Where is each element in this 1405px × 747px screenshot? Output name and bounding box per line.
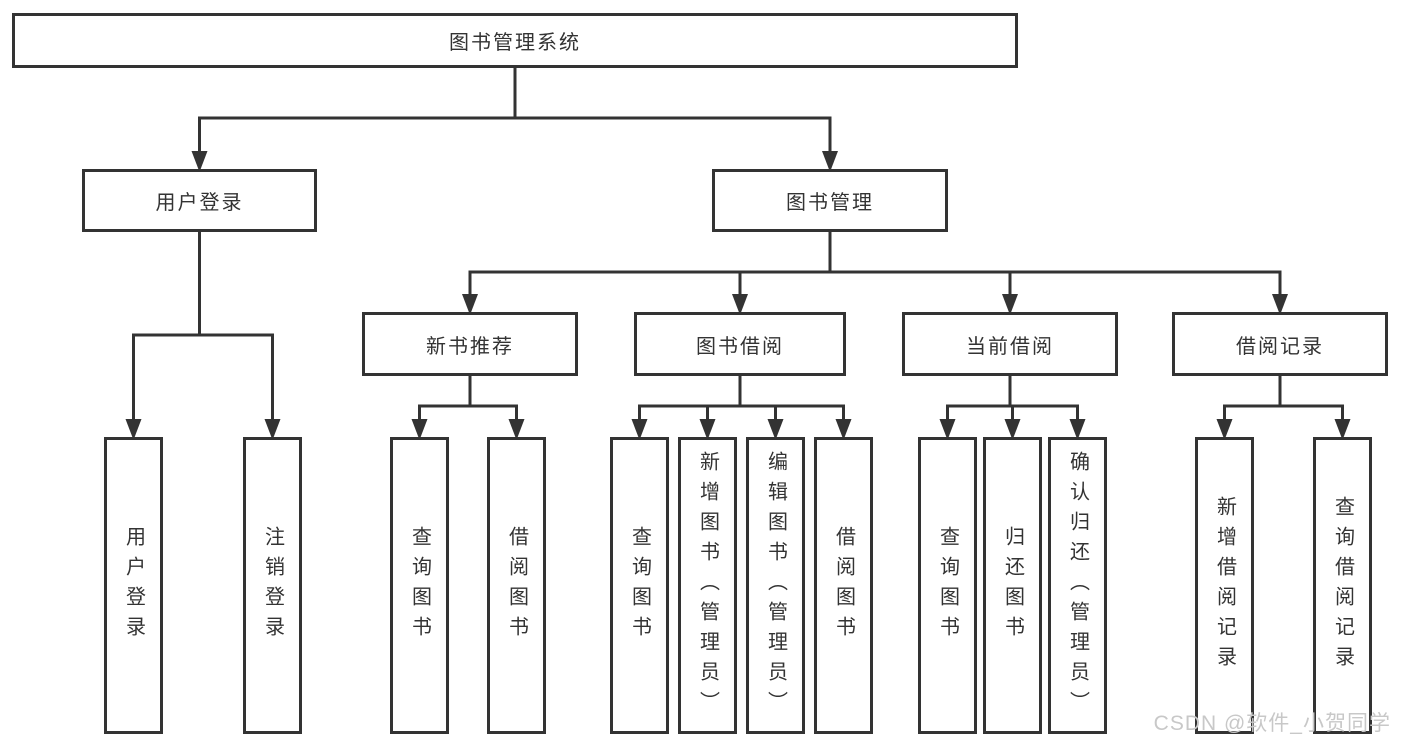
node-book-management: 图书管理	[712, 169, 948, 232]
node-current-borrow: 当前借阅	[902, 312, 1118, 376]
leaf-add-borrow-record: 新增借阅记录	[1195, 437, 1254, 734]
watermark: CSDN @软件_小贺同学	[1153, 712, 1391, 735]
node-user-login: 用户登录	[82, 169, 317, 232]
leaf-query-books-current: 查询图书	[918, 437, 977, 734]
leaf-query-books-recommend: 查询图书	[390, 437, 449, 734]
leaf-user-login: 用户登录	[104, 437, 163, 734]
connector-current-borrow-to-leaves	[946, 376, 1079, 423]
leaf-borrow-books: 借阅图书	[814, 437, 873, 734]
leaf-query-borrow-record: 查询借阅记录	[1313, 437, 1372, 734]
node-borrow-records: 借阅记录	[1172, 312, 1388, 376]
leaf-logout: 注销登录	[243, 437, 302, 734]
leaf-edit-books-admin: 编辑图书（管理员）	[746, 437, 805, 734]
node-new-book-recommend: 新书推荐	[362, 312, 578, 376]
leaf-return-books: 归还图书	[983, 437, 1042, 734]
node-root: 图书管理系统	[12, 13, 1018, 68]
node-book-borrow: 图书借阅	[634, 312, 846, 376]
leaf-confirm-return-admin: 确认归还（管理员）	[1048, 437, 1107, 734]
leaf-query-books-borrow: 查询图书	[610, 437, 669, 734]
connector-user-login-to-leaves	[132, 232, 274, 423]
connector-root-to-level2	[198, 68, 832, 158]
leaf-borrow-books-recommend: 借阅图书	[487, 437, 546, 734]
connector-book-management-to-level3	[468, 232, 1282, 298]
connector-borrow-records-to-leaves	[1223, 376, 1344, 423]
connector-book-borrow-to-leaves	[638, 376, 845, 423]
connector-new-book-recommend-to-leaves	[418, 376, 518, 423]
leaf-add-books-admin: 新增图书（管理员）	[678, 437, 737, 734]
